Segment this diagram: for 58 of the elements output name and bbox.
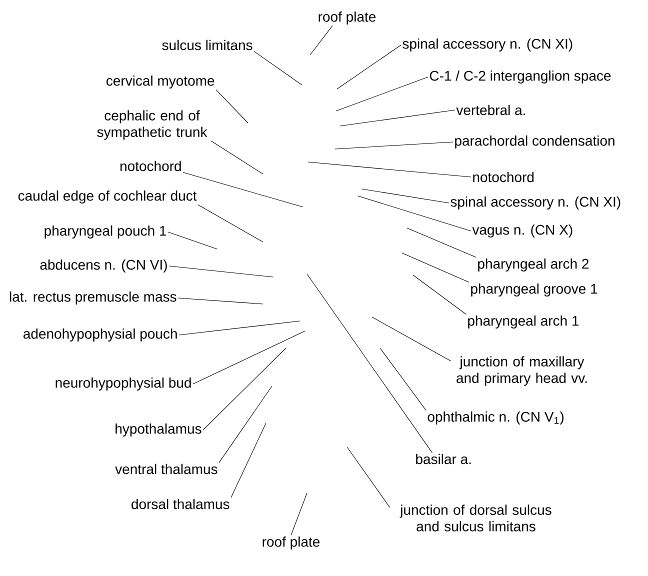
leader-line: [310, 25, 333, 56]
anatomy-label: caudal edge of cochlear duct: [18, 190, 197, 204]
anatomy-label: pharyngeal arch 1: [468, 315, 579, 329]
leader-line: [230, 422, 266, 498]
leader-line: [402, 252, 470, 283]
anatomy-label: notochord: [120, 160, 181, 172]
anatomy-label: spinal accessory n. (CN XI): [450, 196, 620, 210]
anatomy-label: pharyngeal groove 1: [471, 283, 598, 297]
leader-line: [290, 492, 308, 536]
anatomy-label: hypothalamus: [116, 423, 202, 437]
leader-line: [406, 228, 476, 258]
leader-line: [198, 204, 264, 242]
leader-line: [372, 316, 452, 362]
anatomy-label: spinal accessory n. (CN XI): [402, 38, 572, 52]
anatomy-label: abducens n. (CN VI): [40, 259, 167, 273]
leader-line: [218, 386, 272, 463]
leader-line: [362, 188, 450, 204]
leader-line: [380, 348, 426, 411]
leader-line: [178, 298, 264, 304]
leader-line: [168, 266, 274, 278]
anatomy-label: sulcus limitans: [162, 40, 252, 50]
leader-line: [346, 446, 390, 508]
anatomy-label: roof plate: [262, 536, 320, 550]
anatomy-label: basilar a.: [416, 454, 471, 464]
leader-line: [412, 274, 466, 315]
leader-line: [168, 232, 218, 250]
anatomy-label: notochord: [473, 172, 534, 182]
anatomy-label: C-1 / C-2 interganglion space: [430, 70, 611, 84]
anatomy-label: junction of dorsal sulcus and sulcus limitans: [400, 504, 552, 532]
anatomy-label: pharyngeal arch 2: [478, 258, 589, 272]
anatomy-label: roof plate: [318, 11, 376, 25]
leader-line: [210, 140, 264, 174]
leader-line: [192, 330, 306, 384]
leader-line: [202, 348, 286, 430]
anatomy-label: junction of maxillary and primary head vv.: [456, 356, 587, 386]
leader-line: [340, 110, 456, 126]
leader-line: [216, 89, 248, 124]
anatomy-label: vertebral a.: [456, 104, 525, 116]
anatomy-label: cervical myotome: [106, 75, 214, 89]
anatomy-label: lat. rectus premuscle mass: [10, 291, 176, 305]
anatomy-label: dorsal thalamus: [132, 498, 230, 510]
leader-line: [336, 76, 428, 112]
anatomy-label: pharyngeal pouch 1: [44, 225, 166, 239]
anatomy-label: cephalic end of sympathetic trunk: [97, 110, 208, 140]
anatomy-label: ventral thalamus: [115, 464, 218, 474]
anatomy-label: parachordal condensation: [455, 135, 614, 149]
leader-line: [334, 142, 454, 150]
anatomy-label: neurohypophysial bud: [56, 377, 191, 391]
leader-line: [182, 172, 304, 208]
leader-line: [254, 51, 302, 86]
anatomy-label: ophthalmic n. (CN V$_{1}$): [428, 411, 564, 425]
leader-line: [306, 274, 432, 453]
leader-line: [178, 320, 300, 336]
leader-line: [308, 162, 472, 178]
anatomy-label: vagus n. (CN X): [472, 224, 572, 238]
leader-line: [336, 44, 402, 90]
anatomy-label: adenohypophysial pouch: [24, 328, 177, 342]
leader-line: [358, 196, 472, 232]
